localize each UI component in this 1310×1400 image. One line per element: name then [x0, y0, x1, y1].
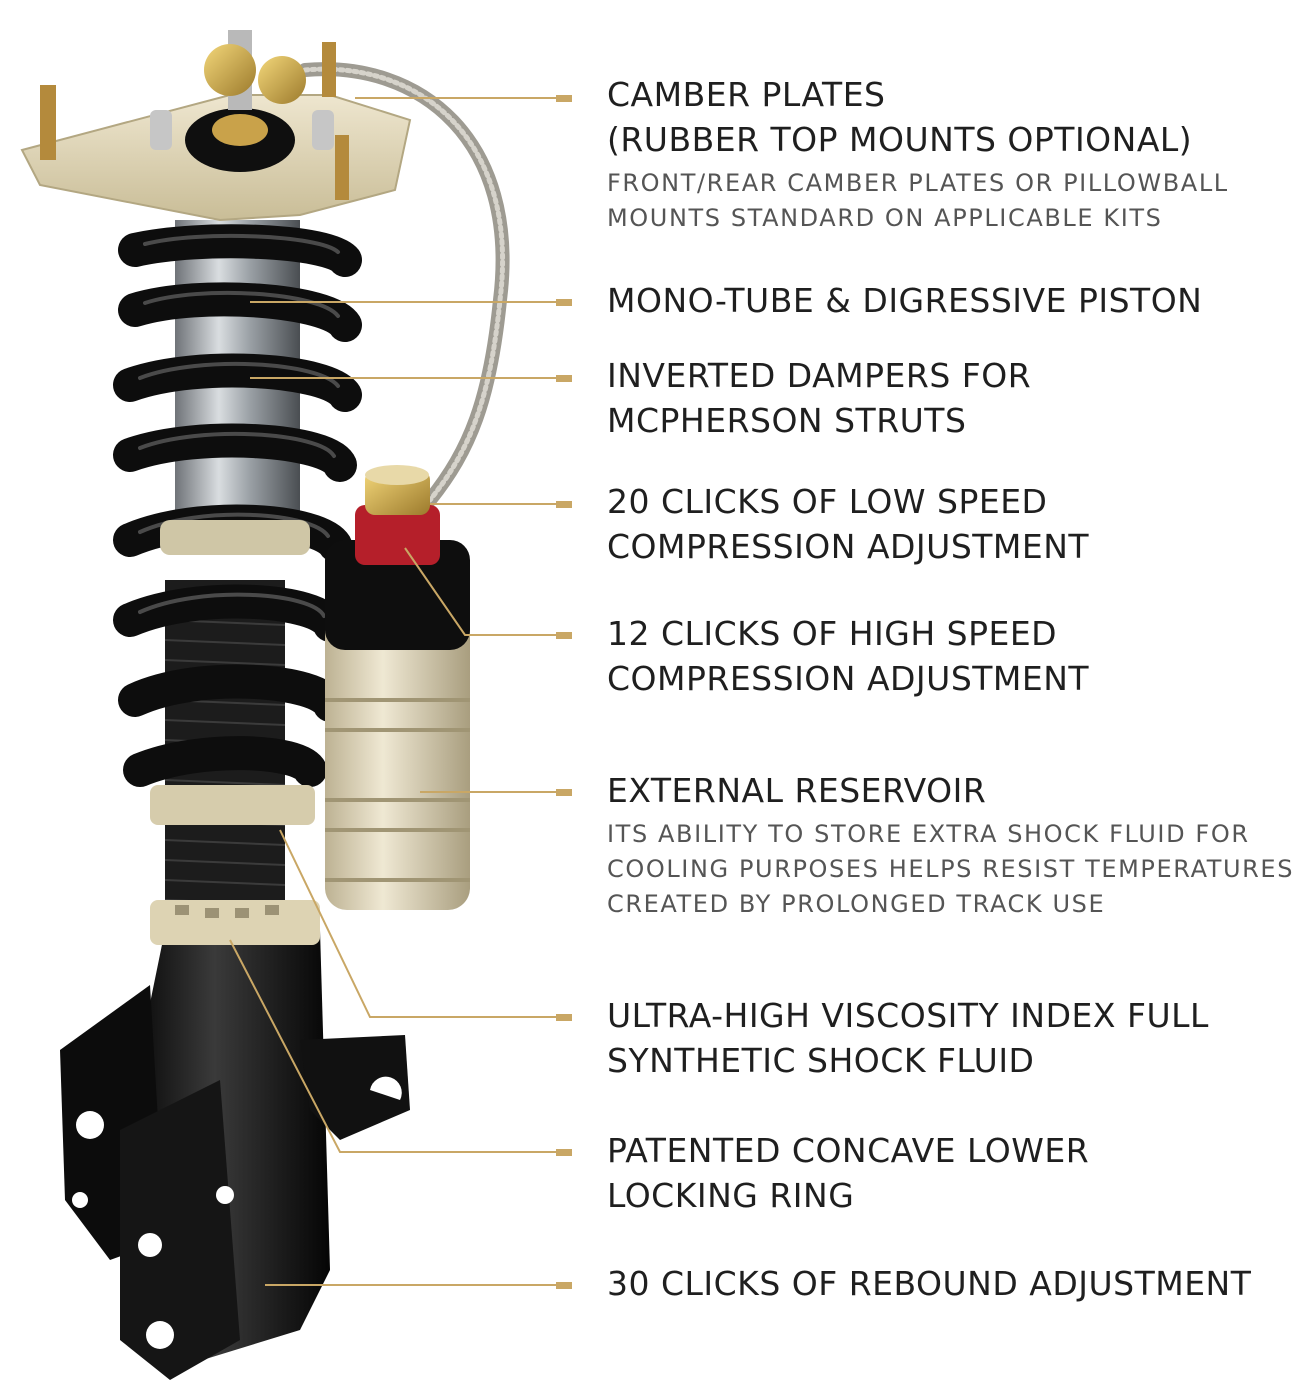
callout-locking-ring: PATENTED CONCAVE LOWER LOCKING RING [607, 1128, 1089, 1218]
callout-description: CREATED BY PROLONGED TRACK USE [607, 890, 1106, 918]
callout-title: ULTRA-HIGH VISCOSITY INDEX FULL [607, 996, 1209, 1035]
callout-low-speed: 20 CLICKS OF LOW SPEED COMPRESSION ADJUS… [607, 479, 1089, 569]
camber-plate [20, 30, 412, 222]
callout-camber-plates: CAMBER PLATES (RUBBER TOP MOUNTS OPTIONA… [607, 72, 1229, 236]
callout-title: 20 CLICKS OF LOW SPEED [607, 482, 1048, 521]
callout-title: CAMBER PLATES [607, 75, 886, 114]
callout-title: EXTERNAL RESERVOIR [607, 771, 987, 810]
callout-title: MONO-TUBE & DIGRESSIVE PISTON [607, 281, 1203, 320]
callout-description: FRONT/REAR CAMBER PLATES OR PILLOWBALL [607, 169, 1229, 197]
callout-title: MCPHERSON STRUTS [607, 401, 967, 440]
callout-external-reservoir: EXTERNAL RESERVOIR ITS ABILITY TO STORE … [607, 768, 1294, 922]
callout-high-speed: 12 CLICKS OF HIGH SPEED COMPRESSION ADJU… [607, 611, 1089, 701]
lower-bracket [60, 930, 410, 1380]
callout-title: INVERTED DAMPERS FOR [607, 356, 1032, 395]
callout-title: PATENTED CONCAVE LOWER [607, 1131, 1090, 1170]
callout-mono-tube: MONO-TUBE & DIGRESSIVE PISTON [607, 278, 1202, 323]
callout-description: MOUNTS STANDARD ON APPLICABLE KITS [607, 204, 1163, 232]
callout-inverted-dampers: INVERTED DAMPERS FOR MCPHERSON STRUTS [607, 353, 1031, 443]
reservoir [325, 465, 470, 910]
callout-title: COMPRESSION ADJUSTMENT [607, 527, 1090, 566]
spring-perch [150, 785, 315, 825]
callout-description: COOLING PURPOSES HELPS RESIST TEMPERATUR… [607, 855, 1295, 883]
callout-rebound: 30 CLICKS OF REBOUND ADJUSTMENT [607, 1261, 1251, 1306]
callout-title: SYNTHETIC SHOCK FLUID [607, 1041, 1035, 1080]
callout-title: COMPRESSION ADJUSTMENT [607, 659, 1090, 698]
callout-description: ITS ABILITY TO STORE EXTRA SHOCK FLUID F… [607, 820, 1250, 848]
callout-shock-fluid: ULTRA-HIGH VISCOSITY INDEX FULL SYNTHETI… [607, 993, 1209, 1083]
callout-title: 12 CLICKS OF HIGH SPEED [607, 614, 1058, 653]
callout-title: LOCKING RING [607, 1176, 855, 1215]
callout-title: 30 CLICKS OF REBOUND ADJUSTMENT [607, 1264, 1252, 1303]
upper-collar [160, 520, 310, 555]
callout-title: (RUBBER TOP MOUNTS OPTIONAL) [607, 120, 1193, 159]
